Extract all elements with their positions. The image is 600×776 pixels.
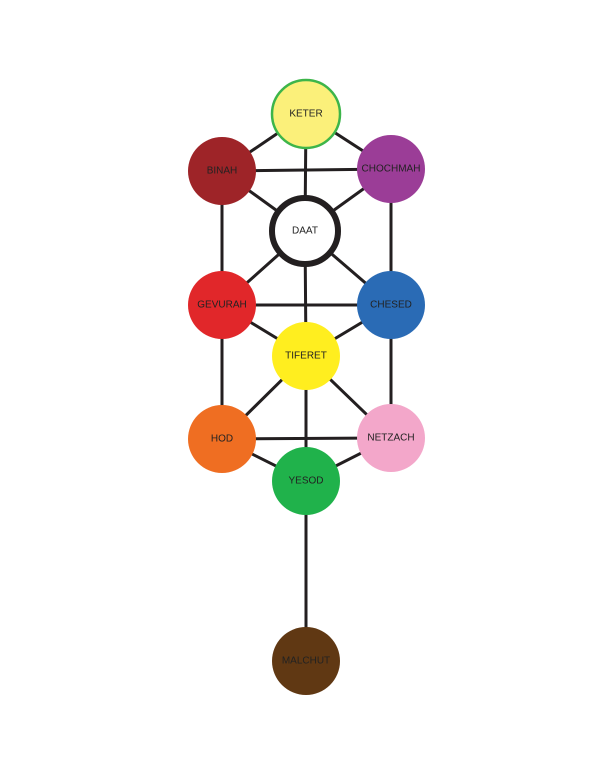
node-circle-yesod: [272, 447, 340, 515]
node-circle-keter: [270, 78, 342, 150]
node-circle-binah: [188, 137, 256, 205]
node-chochmah: CHOCHMAH: [357, 135, 425, 203]
node-label-yesod: YESOD: [288, 476, 323, 487]
node-malchut: MALCHUT: [272, 627, 340, 695]
node-label-daat: DAAT: [292, 226, 318, 237]
node-gevurah: GEVURAH: [188, 271, 256, 339]
node-label-keter: KETER: [289, 109, 322, 120]
node-label-chesed: CHESED: [370, 300, 412, 311]
node-chesed: CHESED: [357, 271, 425, 339]
node-label-chochmah: CHOCHMAH: [362, 164, 421, 175]
node-circle-netzach: [357, 404, 425, 472]
node-label-gevurah: GEVURAH: [197, 300, 246, 311]
node-circle-hod: [188, 405, 256, 473]
node-netzach: NETZACH: [357, 404, 425, 472]
node-keter: KETER: [270, 78, 342, 150]
node-label-binah: BINAH: [207, 166, 238, 177]
node-circle-chochmah: [357, 135, 425, 203]
node-label-netzach: NETZACH: [367, 433, 414, 444]
node-circle-tiferet: [272, 322, 340, 390]
node-label-tiferet: TIFERET: [285, 351, 327, 362]
node-yesod: YESOD: [272, 447, 340, 515]
node-hod: HOD: [188, 405, 256, 473]
node-circle-gevurah: [188, 271, 256, 339]
node-label-hod: HOD: [211, 434, 233, 445]
node-label-malchut: MALCHUT: [282, 656, 330, 667]
node-daat: DAAT: [269, 195, 341, 267]
node-binah: BINAH: [188, 137, 256, 205]
nodes-layer: KETER BINAH CHOCHMAH DAAT GEVURAH CHESED TIFER…: [188, 78, 425, 695]
node-circle-daat: [269, 195, 341, 267]
node-circle-malchut: [272, 627, 340, 695]
node-tiferet: TIFERET: [272, 322, 340, 390]
node-circle-chesed: [357, 271, 425, 339]
